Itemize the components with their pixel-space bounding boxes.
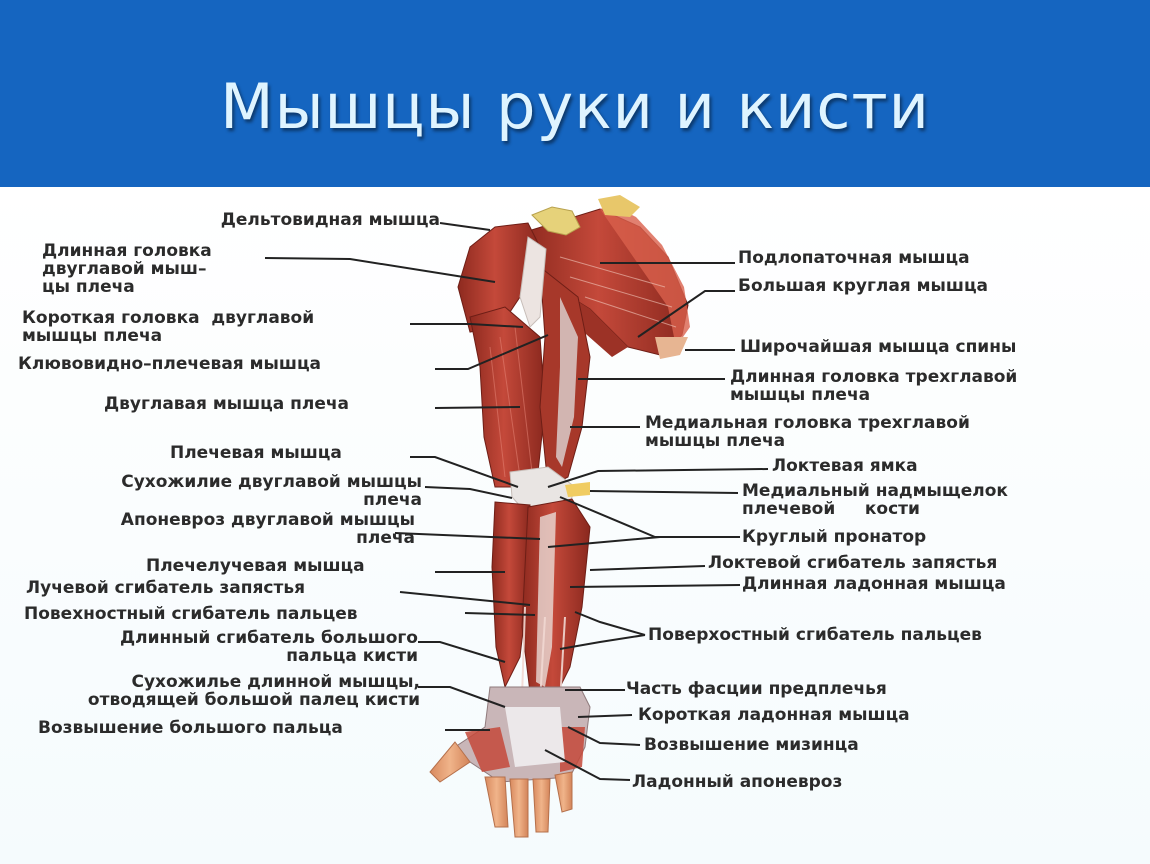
- label-forearm-fascia: Часть фасции предплечья: [626, 679, 887, 699]
- label-palmar-aponeurosis: Ладонный апоневроз: [632, 772, 843, 792]
- leader-lines: [264, 222, 769, 781]
- label-flexor-carpi-radialis: Лучевой сгибатель запястья: [26, 578, 305, 598]
- label-pronator-teres: Круглый пронатор: [742, 527, 927, 547]
- label-triceps-medial-head: Медиальная головка трехглавой мышцы плеч…: [645, 413, 970, 451]
- label-latissimus-dorsi: Широчайшая мышца спины: [740, 337, 1017, 357]
- label-biceps-brachii: Двуглавая мышца плеча: [104, 394, 350, 414]
- label-biceps-long-head: Длинная головка двуглавой мыш– цы плеча: [42, 241, 212, 297]
- label-cubital-fossa: Локтевая ямка: [772, 456, 918, 476]
- medial-epicondyle: [565, 482, 590, 497]
- label-deltoid: Дельтовидная мышца: [220, 210, 440, 230]
- upper-arm: [457, 222, 591, 488]
- label-triceps-long-head: Длинная головка трехглавой мышцы плеча: [730, 367, 1018, 405]
- label-brachioradialis: Плечелучевая мышца: [146, 556, 365, 576]
- label-medial-epicondyle: Медиальный надмыщелок плечевой кости: [742, 481, 1008, 519]
- label-flexor-carpi-ulnaris: Локтевой сгибатель запястья: [708, 553, 998, 573]
- label-palmaris-longus: Длинная ладонная мышца: [742, 574, 1006, 594]
- anatomy-diagram: Дельтовидная мышца Длинная головка двугл…: [0, 187, 1150, 864]
- label-abductor-pollicis-tendon: Сухожилье длинной мышцы, отводящей больш…: [87, 672, 420, 710]
- acromion: [598, 195, 640, 217]
- label-palmaris-brevis: Короткая ладонная мышца: [638, 705, 910, 725]
- label-hypothenar-eminence: Возвышение мизинца: [644, 735, 859, 755]
- forearm: [491, 498, 591, 703]
- label-flexor-digitorum-superficialis-right: Поверхостный сгибатель пальцев: [648, 625, 982, 645]
- label-biceps-tendon: Сухожилие двуглавой мышцы плеча: [121, 472, 422, 510]
- page-title: Мышцы руки и кисти: [220, 70, 930, 143]
- label-teres-major: Большая круглая мышца: [738, 276, 989, 296]
- label-flexor-digitorum-superficialis-left: Повехностный сгибатель пальцев: [24, 604, 358, 624]
- label-coracobrachialis: Клювовидно–плечевая мышца: [18, 354, 322, 374]
- label-biceps-aponeurosis: Апоневроз двуглавой мышцы плеча: [120, 510, 415, 548]
- label-brachialis: Плечевая мышца: [170, 443, 342, 463]
- label-flexor-pollicis-longus: Длинный сгибатель большого пальца кисти: [120, 628, 418, 666]
- header-banner: Мышцы руки и кисти: [0, 0, 1150, 187]
- label-biceps-short-head: Короткая головка двуглавой мышцы плеча: [22, 308, 315, 346]
- label-thenar-eminence: Возвышение большого пальца: [38, 718, 343, 738]
- hand: [429, 686, 591, 838]
- coracoid-bone: [531, 206, 581, 236]
- arm-illustration: [264, 195, 769, 838]
- label-subscapularis: Подлопаточная мышца: [738, 248, 970, 268]
